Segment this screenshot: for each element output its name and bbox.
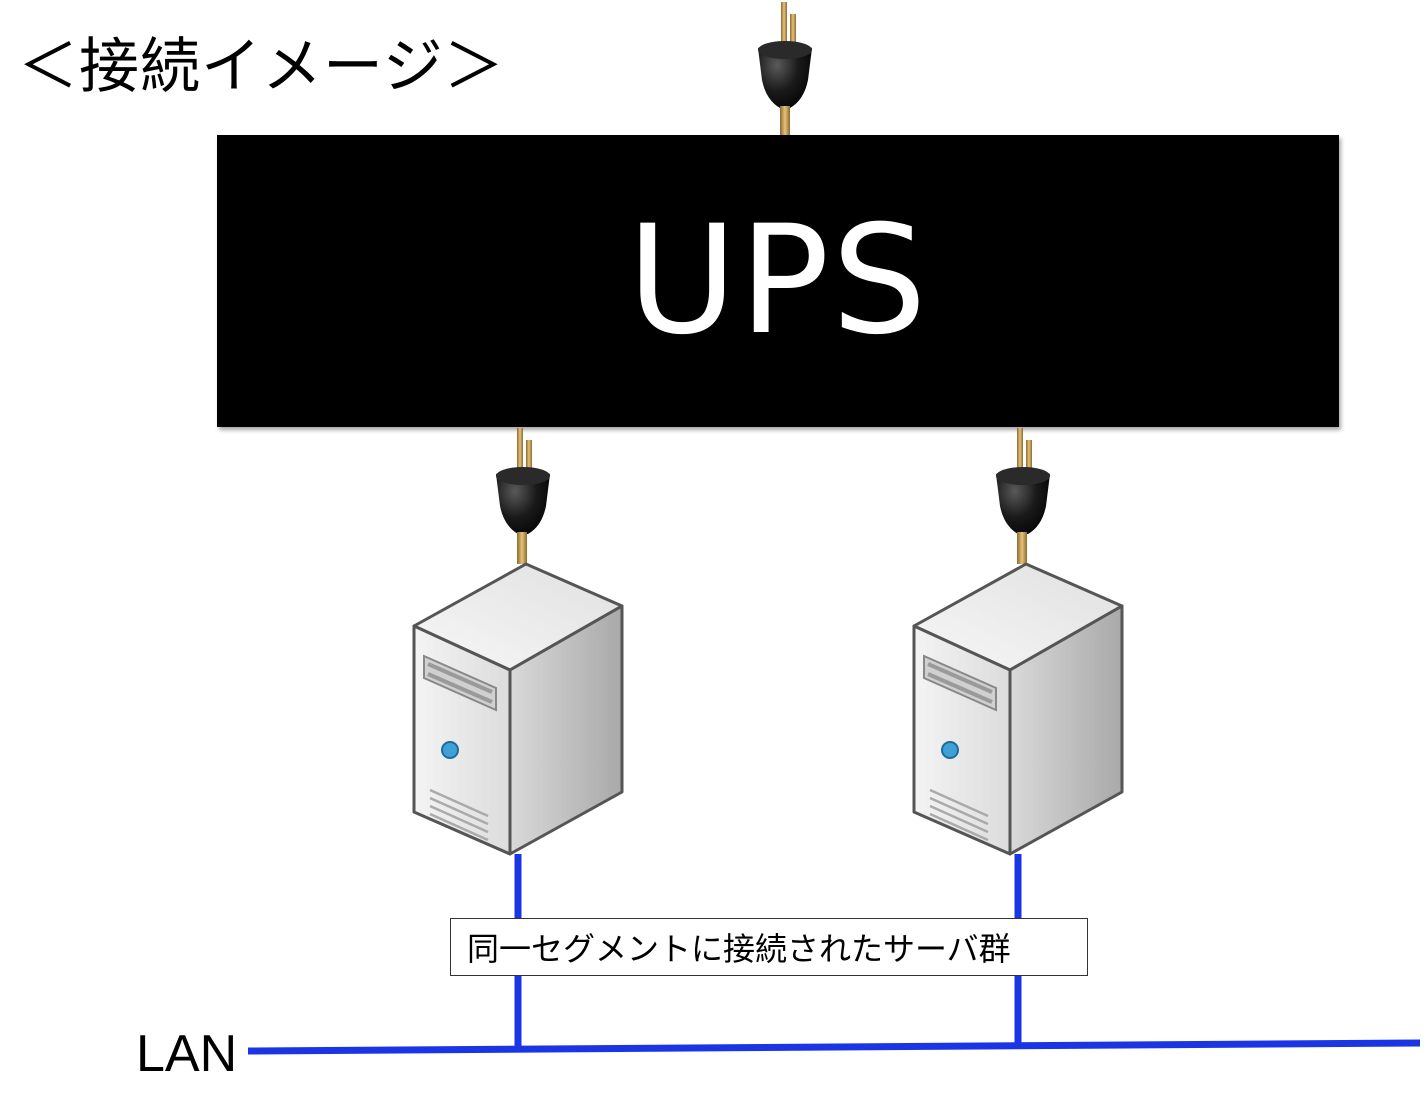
lan-bus-line bbox=[247, 1039, 1421, 1055]
diagram-title: ＜接続イメージ＞ bbox=[18, 32, 505, 102]
server-2-icon bbox=[910, 560, 1126, 856]
ups-input-plug-icon bbox=[750, 0, 820, 140]
lan-label: LAN bbox=[136, 1025, 238, 1083]
ups-label: UPS bbox=[627, 194, 929, 368]
server2-power-plug-icon bbox=[990, 428, 1060, 568]
server1-power-plug-icon bbox=[490, 428, 560, 568]
server-group-label: 同一セグメントに接続されたサーバ群 bbox=[450, 918, 1088, 976]
server-1-icon bbox=[410, 560, 626, 856]
ups-box: UPS bbox=[217, 135, 1339, 427]
